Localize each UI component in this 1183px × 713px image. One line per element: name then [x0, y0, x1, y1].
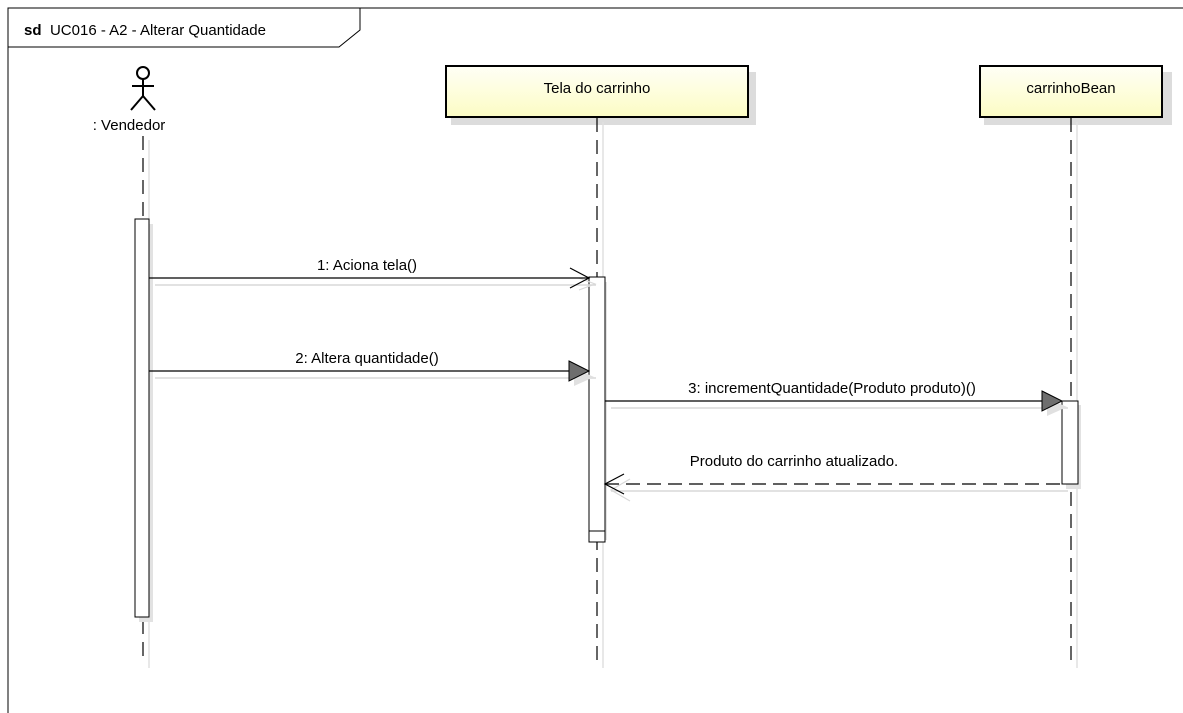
message-2[interactable]: 2: Altera quantidade() — [149, 350, 596, 386]
message-label: 1: Aciona tela() — [317, 257, 417, 274]
open-arrowhead-icon — [603, 473, 625, 495]
message-3[interactable]: 3: incrementQuantidade(Produto produto)(… — [605, 380, 1068, 416]
activation-bar-vendedor — [134, 218, 150, 618]
lifeline-vendedor: : Vendedor — [93, 66, 166, 668]
filled-arrowhead-icon — [568, 360, 591, 382]
stick-figure-icon — [130, 66, 156, 111]
message-1[interactable]: 1: Aciona tela() — [149, 257, 597, 291]
lifeline-tela-do-carrinho: Tela do carrinho — [445, 65, 756, 668]
frame-title: UC016 - A2 - Alterar Quantidade — [50, 22, 266, 39]
lifeline-box-tela[interactable] — [445, 65, 749, 118]
message-label: 3: incrementQuantidade(Produto produto)(… — [688, 380, 976, 397]
frame-keyword: sd — [24, 22, 42, 39]
activation-bar-tela — [588, 276, 606, 543]
open-arrowhead-icon — [569, 267, 591, 289]
frame-tab — [7, 7, 361, 48]
message-return[interactable]: Produto do carrinho atualizado. — [603, 453, 1068, 502]
sequence-frame: sd UC016 - A2 - Alterar Quantidade — [7, 7, 1183, 713]
filled-arrowhead-icon — [1041, 390, 1064, 412]
lifeline-name-bean: carrinhoBean — [1026, 80, 1115, 97]
lifeline-carrinhobean: carrinhoBean — [979, 65, 1172, 668]
lifeline-box-bean[interactable] — [979, 65, 1163, 118]
lifeline-name-tela: Tela do carrinho — [544, 80, 651, 97]
message-label: Produto do carrinho atualizado. — [690, 453, 898, 470]
frame-label: sd UC016 - A2 - Alterar Quantidade — [24, 22, 266, 39]
activation-bar-bean — [1061, 400, 1079, 485]
actor-name: : Vendedor — [93, 117, 166, 134]
message-label: 2: Altera quantidade() — [295, 350, 438, 367]
